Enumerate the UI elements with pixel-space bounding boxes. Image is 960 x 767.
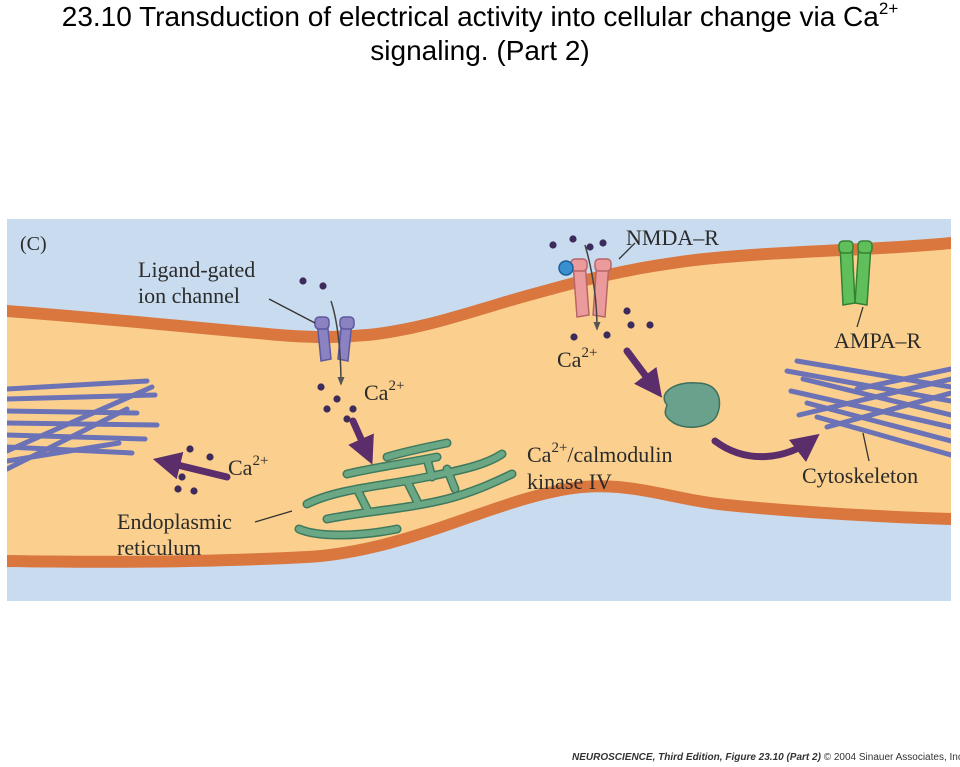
panel-label: (C)	[20, 233, 47, 255]
er-label-leader	[254, 510, 293, 523]
diagram-figure: (C)	[7, 219, 951, 601]
nmda-ca-entry-arrow	[584, 244, 601, 331]
nmda-mg-blocker	[558, 260, 574, 276]
cytoskeleton-label-leader	[862, 432, 870, 462]
ligand-gated-label: Ligand-gated ion channel	[138, 257, 261, 308]
nmda-label: NMDA–R	[626, 225, 719, 250]
title-line-2: signaling. (Part 2)	[370, 35, 590, 66]
calcium-ions	[174, 235, 654, 495]
title-text: 23.10 Transduction of electrical activit…	[61, 1, 879, 32]
ligand-channel-ca-entry-arrow	[330, 300, 345, 386]
cytoplasm	[7, 249, 951, 556]
endoplasmic-reticulum-fill	[296, 440, 515, 538]
ca-label-er: Ca2+	[228, 453, 268, 480]
camk-iv-blob	[663, 382, 721, 428]
ampa-label: AMPA–R	[834, 328, 922, 353]
camk-label: Ca2+/calmodulin kinase IV	[527, 440, 678, 494]
ligand-label-leader	[268, 298, 316, 324]
diagram-canvas: (C)	[7, 219, 951, 601]
nmda-label-leader	[618, 242, 636, 260]
credit-copyright: © 2004 Sinauer Associates, Inc.	[823, 752, 960, 763]
ca-label-ligand: Ca2+	[364, 378, 404, 405]
title-superscript: 2+	[878, 0, 899, 18]
ampa-label-leader	[856, 306, 864, 328]
er-label: Endoplasmic reticulum	[117, 509, 237, 560]
figure-credit: NEUROSCIENCE, Third Edition, Figure 23.1…	[572, 752, 960, 764]
credit-book: NEUROSCIENCE, Third Edition, Figure 23.1…	[572, 752, 821, 763]
cytoskeleton-right	[784, 358, 951, 458]
title-line-1: 23.10 Transduction of electrical activit…	[0, 0, 960, 34]
cytoskeleton-label: Cytoskeleton	[802, 463, 918, 488]
nmda-receptor	[570, 258, 612, 318]
signaling-arrows	[152, 347, 820, 481]
ampa-receptor	[838, 240, 873, 306]
slide-title: 23.10 Transduction of electrical activit…	[0, 0, 960, 68]
cytoskeleton-left	[7, 378, 160, 472]
ca-label-nmda: Ca2+	[557, 345, 597, 372]
